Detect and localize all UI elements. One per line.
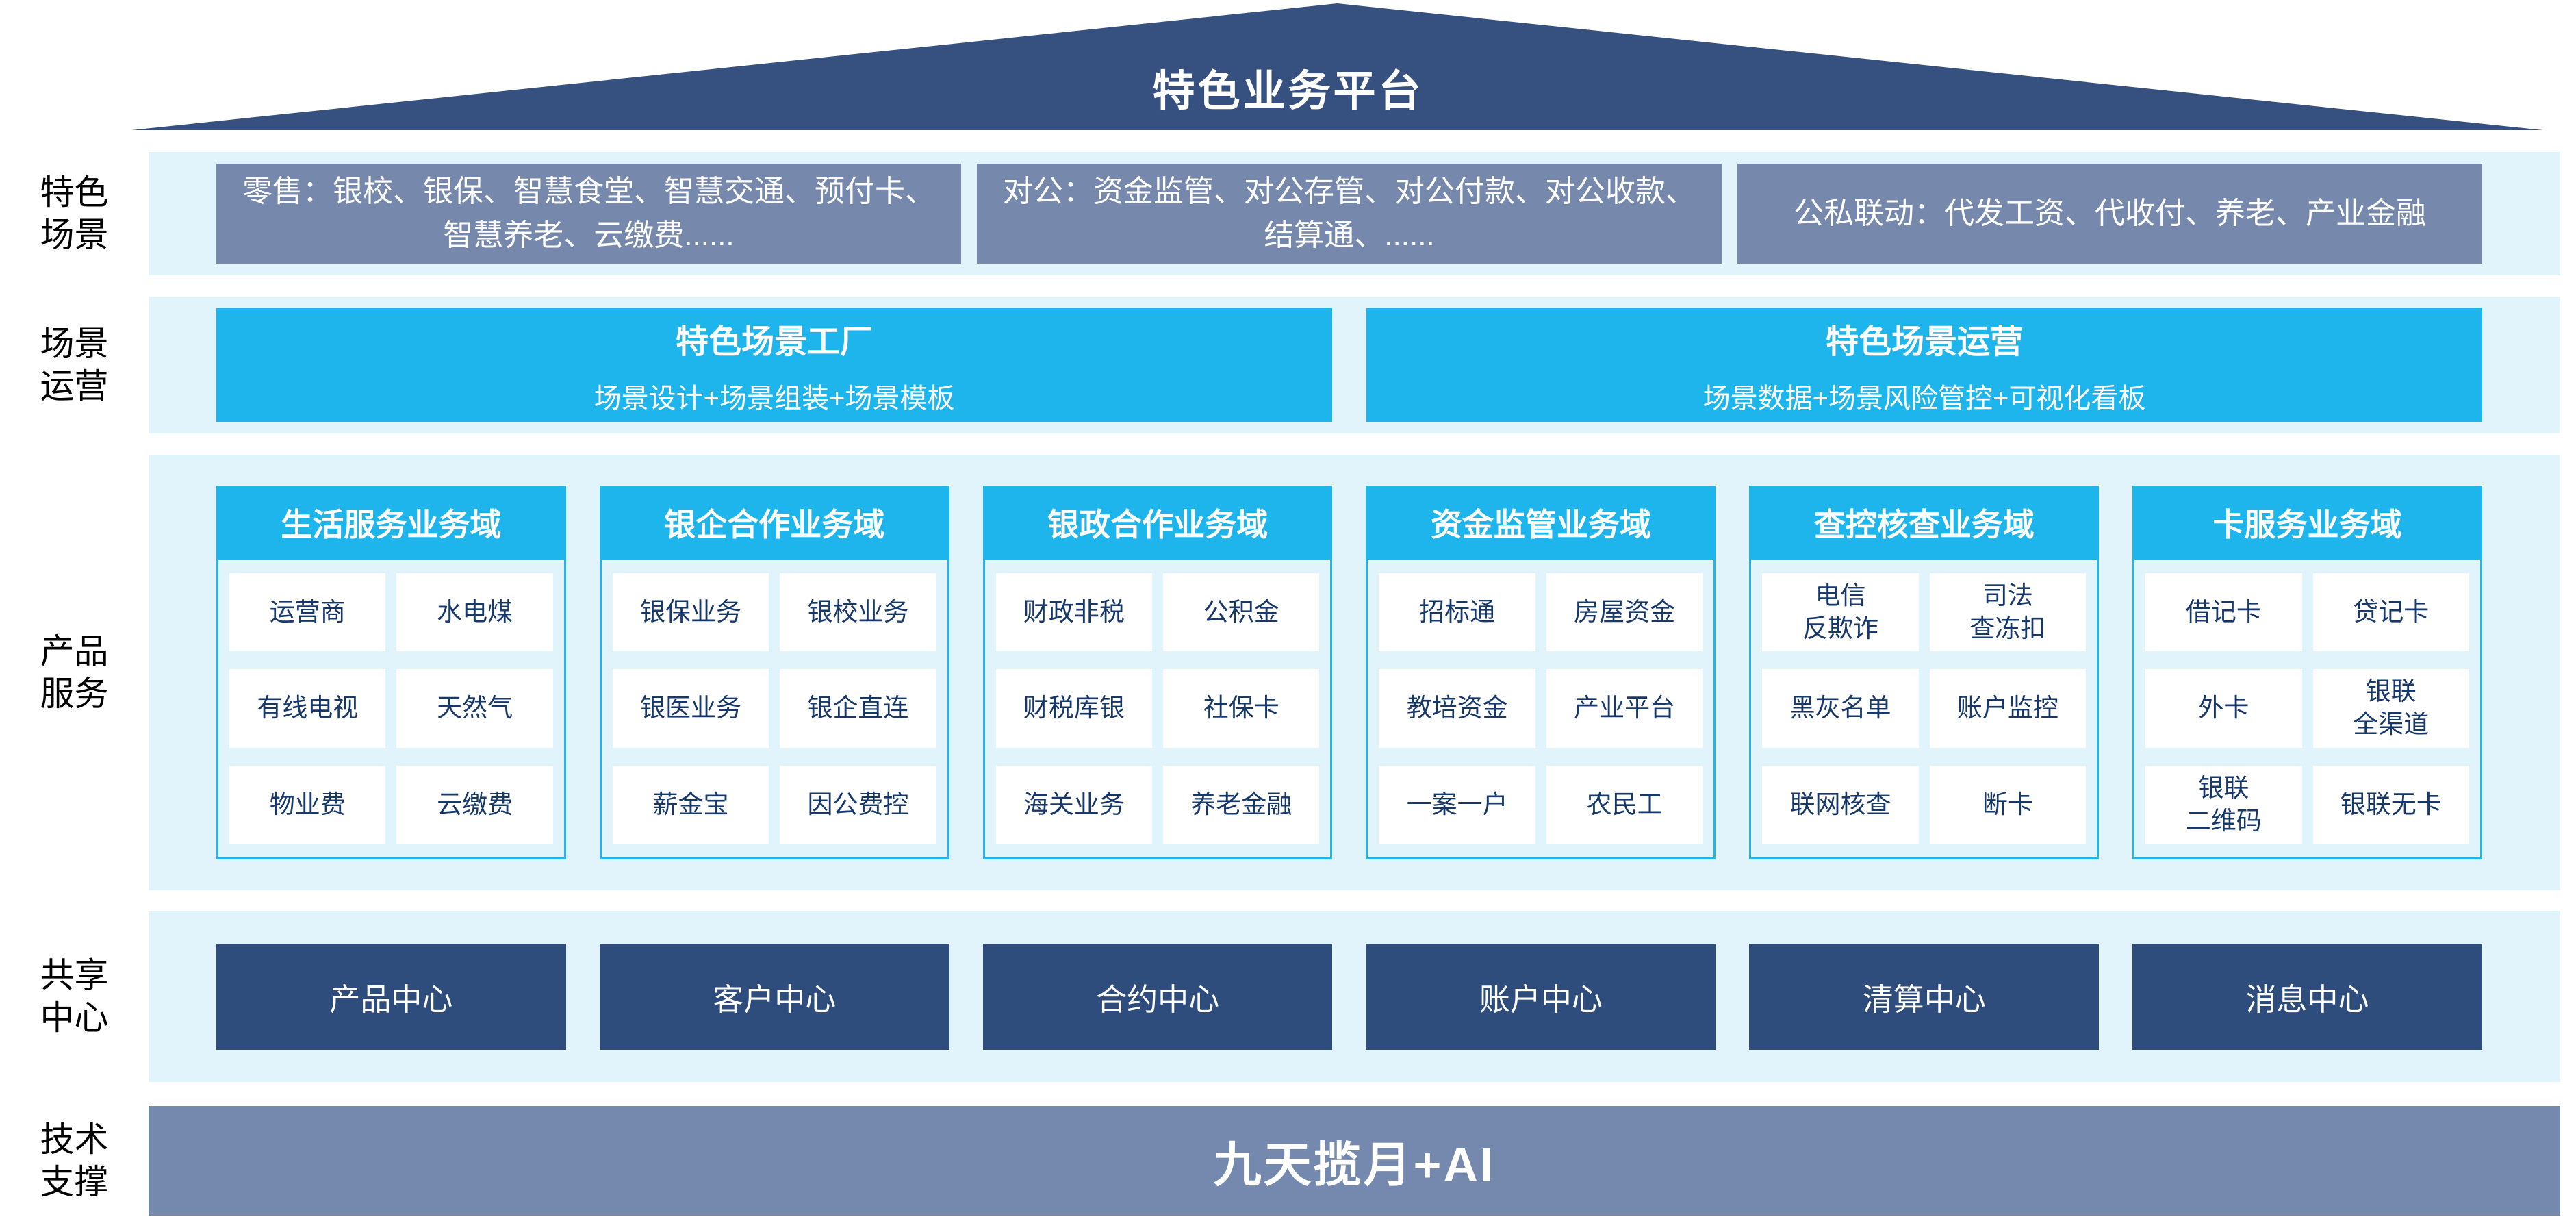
domain-header: 银政合作业务域	[982, 486, 1333, 560]
domain-cell: 水电煤	[396, 573, 553, 652]
scene-box-corporate: 对公：资金监管、对公存管、对公付款、对公收款、结算通、......	[977, 164, 1722, 264]
platform-roof-section: 特色业务平台	[0, 0, 2576, 130]
shared-center-box-message: 消息中心	[2132, 943, 2482, 1050]
scene-factory-subtitle: 场景设计+场景组装+场景模板	[594, 384, 955, 414]
shared-center-box-contract: 合约中心	[982, 943, 1333, 1050]
domain-cell: 海关业务	[995, 765, 1153, 844]
domain-cell: 物业费	[229, 765, 386, 844]
domain-header: 查控核查业务域	[1749, 486, 2100, 560]
domain-cell: 有线电视	[229, 669, 386, 748]
scene-operation-box: 特色场景运营 场景数据+场景风险管控+可视化看板	[1366, 308, 2482, 422]
shared-center-box-product: 产品中心	[216, 943, 566, 1050]
side-label-tech-support: 技术 支撑	[40, 1120, 109, 1201]
domain-body: 电信 反欺诈 司法 查冻扣 黑灰名单 账户监控 联网核查 断卡	[1749, 560, 2100, 859]
domain-body: 借记卡 贷记卡 外卡 银联 全渠道 银联 二维码 银联无卡	[2132, 560, 2482, 859]
side-label-scenes: 特色 场景	[40, 173, 109, 254]
domain-body: 运营商 水电煤 有线电视 天然气 物业费 云缴费	[216, 560, 566, 859]
domain-cell: 银校业务	[780, 573, 936, 652]
scene-factory-box: 特色场景工厂 场景设计+场景组装+场景模板	[216, 308, 1332, 422]
domain-body: 招标通 房屋资金 教培资金 产业平台 一案一户 农民工	[1366, 560, 1716, 859]
scene-operation-band: 特色场景工厂 场景设计+场景组装+场景模板 特色场景运营 场景数据+场景风险管控…	[149, 297, 2560, 433]
domain-cell: 电信 反欺诈	[1762, 573, 1919, 652]
domain-cell: 招标通	[1379, 573, 1535, 652]
domain-cell: 黑灰名单	[1762, 669, 1919, 748]
side-label-products: 产品 服务	[40, 632, 109, 713]
product-service-row: 产品 服务 生活服务业务域 运营商 水电煤 有线电视 天然气 物业费 云缴费 银…	[0, 455, 2576, 890]
domain-cell: 贷记卡	[2312, 573, 2469, 652]
domain-cell: 银保业务	[612, 573, 769, 652]
scene-box-retail: 零售：银校、银保、智慧食堂、智慧交通、预付卡、智慧养老、云缴费......	[216, 164, 961, 264]
domain-body: 银保业务 银校业务 银医业务 银企直连 薪金宝 因公费控	[599, 560, 949, 859]
domain-cell: 养老金融	[1163, 765, 1320, 844]
domain-cell: 联网核查	[1762, 765, 1919, 844]
tech-support-label: 九天揽月+AI	[1213, 1137, 1496, 1192]
side-label-shared-centers: 共享 中心	[40, 956, 109, 1037]
domain-cell: 一案一户	[1379, 765, 1535, 844]
domain-cell: 公积金	[1163, 573, 1320, 652]
scene-operation-row: 场景 运营 特色场景工厂 场景设计+场景组装+场景模板 特色场景运营 场景数据+…	[0, 297, 2576, 433]
domain-cell: 银联 全渠道	[2312, 669, 2469, 748]
domain-column-fund-supervision: 资金监管业务域 招标通 房屋资金 教培资金 产业平台 一案一户 农民工	[1366, 486, 1716, 859]
domain-cell: 财政非税	[995, 573, 1153, 652]
side-label-scene-operation: 场景 运营	[40, 325, 109, 405]
domain-header: 银企合作业务域	[599, 486, 949, 560]
domain-cell: 账户监控	[1929, 669, 2087, 748]
domain-column-life-services: 生活服务业务域 运营商 水电煤 有线电视 天然气 物业费 云缴费	[216, 486, 566, 859]
domain-cell: 教培资金	[1379, 669, 1535, 748]
domain-cell: 社保卡	[1163, 669, 1320, 748]
shared-center-box-customer: 客户中心	[599, 943, 949, 1050]
shared-center-row: 共享 中心 产品中心 客户中心 合约中心 账户中心 清算中心 消息中心	[0, 911, 2576, 1082]
scene-operation-subtitle: 场景数据+场景风险管控+可视化看板	[1703, 384, 2146, 414]
scene-factory-title: 特色场景工厂	[675, 324, 873, 360]
domain-cell: 断卡	[1929, 765, 2087, 844]
domain-column-bank-government: 银政合作业务域 财政非税 公积金 财税库银 社保卡 海关业务 养老金融	[982, 486, 1333, 859]
domain-column-bank-enterprise: 银企合作业务域 银保业务 银校业务 银医业务 银企直连 薪金宝 因公费控	[599, 486, 949, 859]
scene-box-linkage: 公私联动：代发工资、代收付、养老、产业金融	[1737, 164, 2482, 264]
domain-cell: 云缴费	[396, 765, 553, 844]
domain-body: 财政非税 公积金 财税库银 社保卡 海关业务 养老金融	[982, 560, 1333, 859]
domain-header: 资金监管业务域	[1366, 486, 1716, 560]
domain-cell: 天然气	[396, 669, 553, 748]
domain-cell: 银联无卡	[2312, 765, 2469, 844]
domain-header: 生活服务业务域	[216, 486, 566, 560]
domain-column-card-services: 卡服务业务域 借记卡 贷记卡 外卡 银联 全渠道 银联 二维码 银联无卡	[2132, 486, 2482, 859]
domain-cell: 薪金宝	[612, 765, 769, 844]
shared-center-band: 产品中心 客户中心 合约中心 账户中心 清算中心 消息中心	[149, 911, 2560, 1082]
shared-center-box-clearing: 清算中心	[1749, 943, 2100, 1050]
tech-support-bar: 九天揽月+AI	[149, 1106, 2560, 1216]
domain-cell: 产业平台	[1546, 669, 1703, 748]
domain-cell: 司法 查冻扣	[1929, 573, 2087, 652]
domain-cell: 运营商	[229, 573, 386, 652]
domain-header: 卡服务业务域	[2132, 486, 2482, 560]
domain-cell: 银医业务	[612, 669, 769, 748]
platform-title: 特色业务平台	[1152, 68, 1424, 115]
domain-cell: 借记卡	[2145, 573, 2302, 652]
domain-cell: 银联 二维码	[2145, 765, 2302, 844]
shared-center-box-account: 账户中心	[1366, 943, 1716, 1050]
scene-operation-title: 特色场景运营	[1825, 324, 2023, 360]
product-service-band: 生活服务业务域 运营商 水电煤 有线电视 天然气 物业费 云缴费 银企合作业务域…	[149, 455, 2560, 890]
scene-band: 零售：银校、银保、智慧食堂、智慧交通、预付卡、智慧养老、云缴费...... 对公…	[149, 152, 2560, 275]
domain-cell: 外卡	[2145, 669, 2302, 748]
domain-cell: 因公费控	[780, 765, 936, 844]
domain-column-check-verification: 查控核查业务域 电信 反欺诈 司法 查冻扣 黑灰名单 账户监控 联网核查 断卡	[1749, 486, 2100, 859]
scene-row: 特色 场景 零售：银校、银保、智慧食堂、智慧交通、预付卡、智慧养老、云缴费...…	[0, 152, 2576, 275]
domain-cell: 房屋资金	[1546, 573, 1703, 652]
domain-cell: 财税库银	[995, 669, 1153, 748]
domain-cell: 农民工	[1546, 765, 1703, 844]
tech-support-row: 技术 支撑 九天揽月+AI	[0, 1106, 2576, 1216]
domain-cell: 银企直连	[780, 669, 936, 748]
